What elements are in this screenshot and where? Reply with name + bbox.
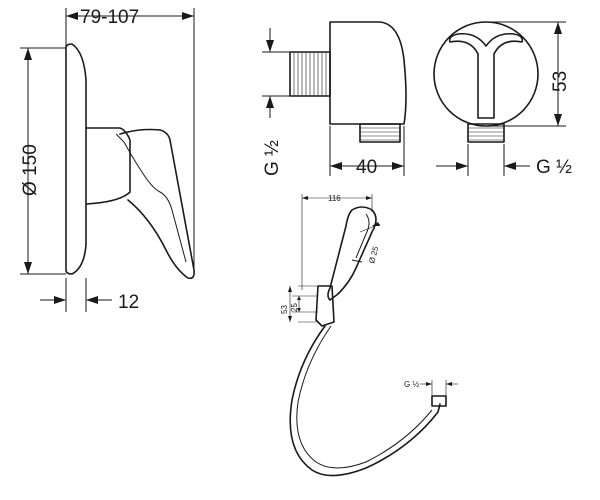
- handshower-holder: [315, 285, 335, 327]
- outlet-front-relief: [448, 32, 524, 119]
- mixer-lever: [119, 128, 195, 280]
- outlet-thread-label: G ½: [262, 140, 283, 176]
- mixer-depth-label: 12: [118, 292, 139, 313]
- shower-hose: [289, 325, 441, 477]
- holder-inner-label: 25: [290, 303, 299, 312]
- hose-connector: [431, 395, 447, 407]
- handshower-head-diameter-label: Ø 25: [367, 245, 380, 265]
- outlet-front-view: 53 G ½: [433, 21, 572, 178]
- outlet-front-thread-label: G ½: [536, 157, 572, 178]
- outlet-thread-bottom: [359, 123, 401, 143]
- holder-outer-label: 53: [280, 305, 289, 314]
- mixer-wall-plate: [65, 43, 87, 275]
- outlet-front-connector: [467, 123, 505, 143]
- handshower-head: [327, 206, 377, 301]
- mixer-body: [85, 127, 131, 205]
- outlet-side-view: G ½ 40: [262, 21, 407, 178]
- mixer-diameter-label: Ø 150: [20, 144, 41, 196]
- hose-thread-label: G ½: [404, 380, 419, 389]
- mixer-width-label: 79-107: [80, 7, 139, 28]
- handshower-length-label: 116: [328, 194, 341, 203]
- outlet-depth-label: 40: [356, 157, 377, 178]
- handshower-view: 116 Ø 25 53 25 G ½: [280, 194, 458, 477]
- outlet-height-label: 53: [550, 71, 571, 92]
- mixer-side-view: 79-107 Ø 150 12: [20, 7, 195, 313]
- outlet-body: [329, 21, 407, 125]
